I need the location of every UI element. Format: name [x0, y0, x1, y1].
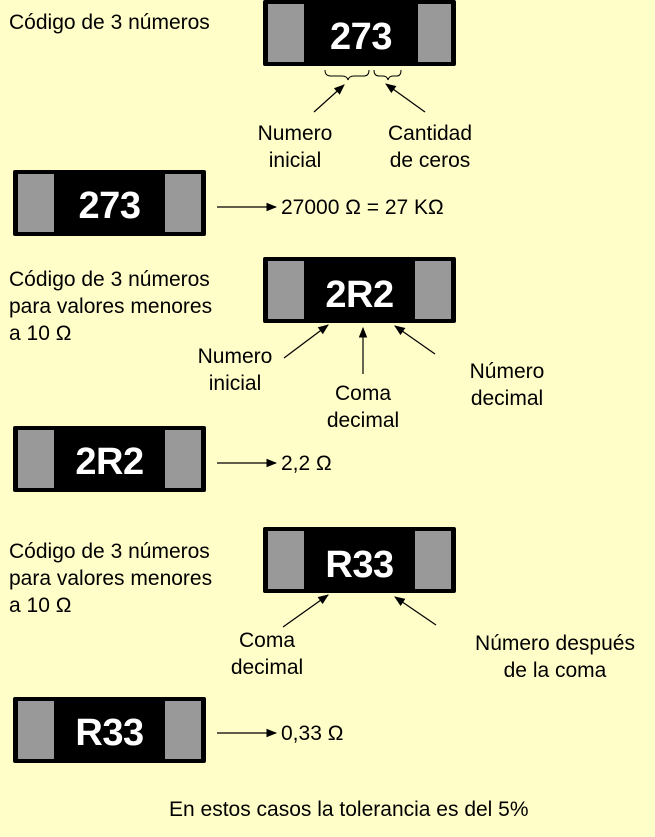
resistor-right-cap — [418, 4, 451, 62]
label-cantidad-de-ceros: Cantidad de ceros — [375, 120, 485, 174]
label-numero-despues-de-la-coma: Número después de la coma — [455, 630, 655, 684]
result-r33: 0,33 Ω — [281, 722, 344, 745]
arrow-icon — [313, 84, 345, 113]
resistor-code: R33 — [75, 711, 144, 754]
heading-line: Código de 3 números — [9, 540, 210, 563]
resistor-code: 273 — [330, 15, 392, 58]
smd-resistor-273-example: 273 — [13, 170, 206, 236]
smd-resistor-2r2-annotated: 2R2 — [263, 257, 456, 323]
section3-heading: Código de 3 números para valores menores… — [9, 538, 212, 619]
resistor-right-cap — [415, 531, 451, 589]
smd-resistor-2r2-example: 2R2 — [13, 426, 206, 492]
label-coma-decimal: Coma decimal — [308, 380, 418, 434]
label-line: Cantidad — [387, 122, 473, 145]
brace-icon — [324, 69, 402, 81]
label-coma-decimal-3: Coma decimal — [212, 627, 322, 681]
heading-line: a 10 Ω — [9, 594, 72, 617]
section1-heading: Código de 3 números — [9, 11, 210, 34]
label-line: Número — [469, 360, 545, 383]
resistor-left-cap — [268, 261, 304, 319]
smd-resistor-r33-annotated: R33 — [263, 527, 456, 593]
label-line: decimal — [326, 409, 400, 432]
resistor-code: 2R2 — [325, 273, 394, 316]
tolerance-note: En estos casos la tolerancia es del 5% — [169, 798, 529, 821]
label-line: Numero — [257, 122, 333, 145]
smd-resistor-r33-example: R33 — [13, 697, 206, 763]
label-line: inicial — [268, 149, 322, 172]
result-273: 27000 Ω = 27 KΩ — [281, 196, 444, 219]
resistor-left-cap — [268, 4, 304, 62]
label-numero-inicial: Numero inicial — [240, 120, 350, 174]
arrow-icon — [282, 594, 329, 628]
section2-heading: Código de 3 números para valores menores… — [9, 266, 212, 347]
resistor-left-cap — [268, 531, 304, 589]
arrow-icon — [385, 83, 426, 113]
label-line: Coma — [238, 629, 296, 652]
heading-line: para valores menores — [9, 567, 213, 590]
label-line: de ceros — [389, 149, 471, 172]
arrow-icon — [394, 596, 437, 626]
label-line: Número después — [475, 632, 635, 655]
resistor-right-cap — [415, 261, 451, 319]
resistor-right-cap — [165, 174, 201, 232]
label-line: Numero — [197, 345, 273, 368]
resistor-right-cap — [165, 430, 201, 488]
resistor-code: 2R2 — [75, 440, 144, 483]
label-line: inicial — [208, 372, 262, 395]
label-line: decimal — [230, 656, 304, 679]
resistor-code: R33 — [325, 543, 394, 586]
result-2r2: 2,2 Ω — [281, 452, 332, 475]
resistor-left-cap — [18, 174, 54, 232]
label-line: decimal — [470, 387, 544, 410]
label-numero-decimal: Número decimal — [452, 358, 562, 412]
arrow-icon — [394, 325, 436, 355]
label-line: de la coma — [503, 659, 607, 682]
heading-line: a 10 Ω — [9, 322, 72, 345]
arrow-icon — [283, 324, 329, 359]
resistor-left-cap — [18, 430, 54, 488]
heading-line: para valores menores — [9, 295, 213, 318]
label-numero-inicial-2: Numero inicial — [180, 343, 290, 397]
smd-resistor-273-annotated: 273 — [263, 0, 456, 66]
heading-line: Código de 3 números — [9, 268, 210, 291]
label-line: Coma — [334, 382, 392, 405]
resistor-code: 273 — [78, 184, 141, 227]
resistor-right-cap — [165, 701, 201, 759]
resistor-left-cap — [18, 701, 54, 759]
